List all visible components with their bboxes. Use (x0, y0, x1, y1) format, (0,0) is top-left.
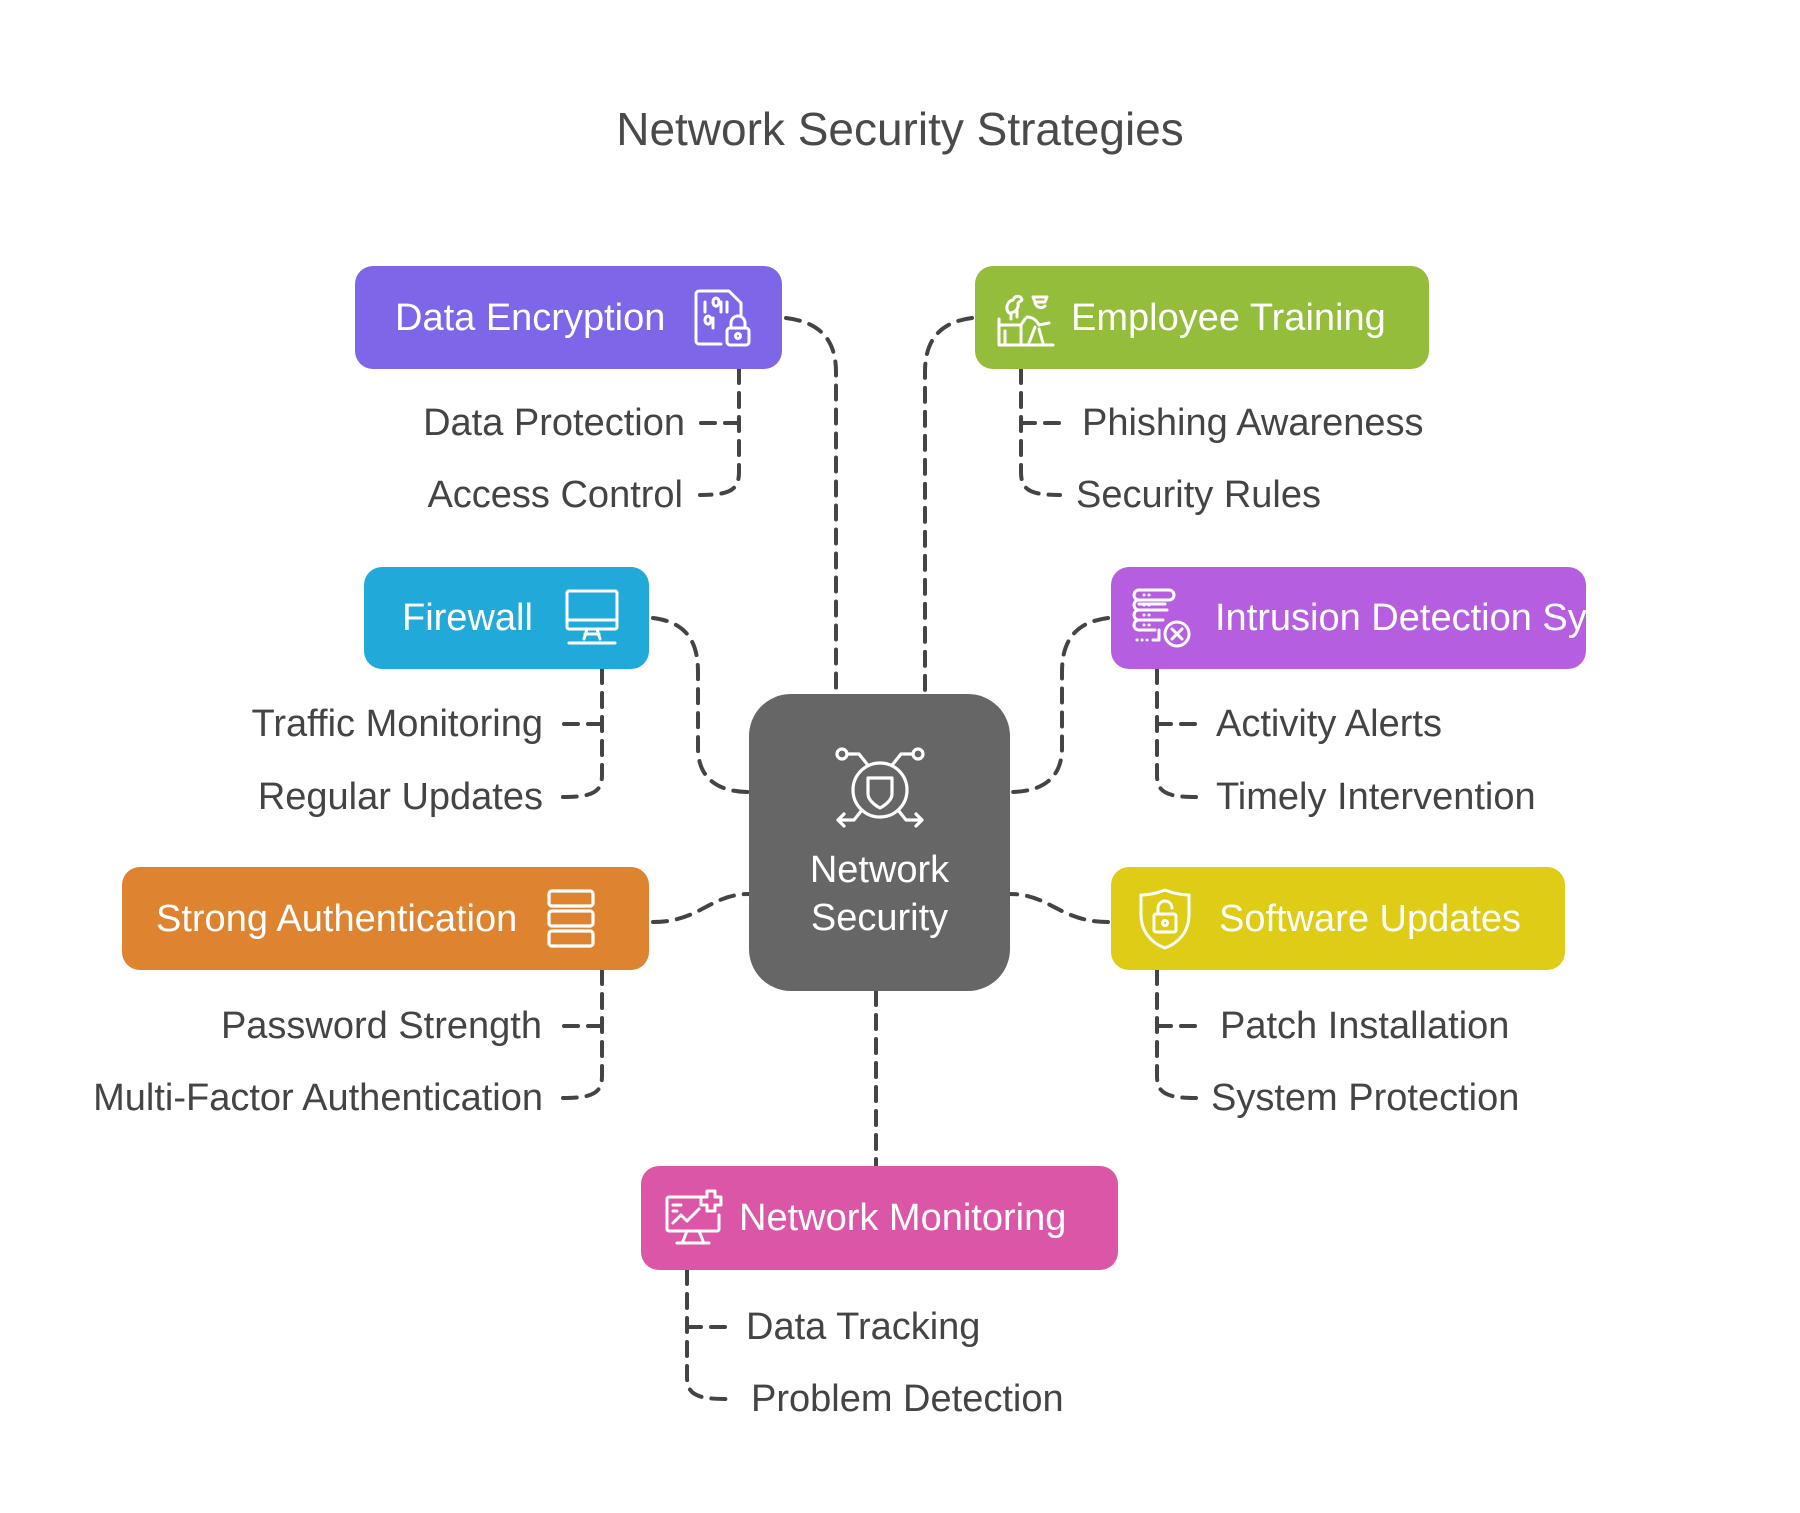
sub-item-patch-installation: Patch Installation (1220, 1005, 1510, 1047)
sub-item-phishing-awareness: Phishing Awareness (1082, 402, 1424, 444)
node-strong-authentication[interactable]: Strong Authentication (122, 867, 649, 970)
data-lock-icon (694, 289, 751, 346)
network-shield-icon (834, 746, 925, 828)
central-label-line1: Network (809, 848, 950, 891)
sub-item-activity-alerts: Activity Alerts (1216, 703, 1442, 745)
sub-connector-software-updates (1155, 968, 1198, 1100)
node-label: Network Monitoring (739, 1197, 1067, 1239)
sub-item-data-tracking: Data Tracking (746, 1306, 981, 1348)
monitor-chart-plus-icon (665, 1189, 723, 1245)
stacked-bars-icon (547, 888, 595, 948)
connector-firewall (651, 616, 751, 794)
node-label: Intrusion Detection Systems (1215, 597, 1689, 639)
node-firewall[interactable]: Firewall (364, 567, 649, 669)
node-data-encryption[interactable]: Data Encryption (355, 266, 782, 369)
central-node-label: Network Security (810, 846, 949, 942)
connector-data-encryption (784, 316, 838, 696)
connector-strong-authentication (651, 892, 751, 924)
node-software-updates[interactable]: Software Updates (1111, 867, 1565, 970)
sub-item-data-protection: Data Protection (423, 402, 685, 444)
node-employee-training[interactable]: Employee Training (975, 266, 1429, 369)
sub-connector-data-encryption (698, 367, 741, 497)
sub-item-regular-updates: Regular Updates (257, 776, 543, 818)
server-error-icon (1132, 588, 1191, 648)
node-label: Strong Authentication (156, 897, 518, 940)
central-label-line2: Security (810, 896, 949, 939)
sub-connector-strong-authentication (561, 968, 604, 1100)
sub-connector-network-monitoring (685, 1268, 728, 1401)
sub-item-timely-intervention: Timely Intervention (1216, 776, 1536, 818)
connector-intrusion-detection (1008, 616, 1110, 794)
central-node[interactable]: Network Security (749, 694, 1010, 991)
node-label: Firewall (402, 597, 533, 639)
connector-employee-training (923, 316, 974, 696)
monitor-icon (565, 589, 619, 645)
sub-item-multi-factor-authentication: Multi-Factor Authentication (93, 1077, 543, 1119)
sub-item-system-protection: System Protection (1211, 1077, 1520, 1119)
node-label: Software Updates (1219, 897, 1522, 940)
node-label: Employee Training (1071, 296, 1386, 339)
sub-connector-intrusion-detection (1155, 667, 1198, 799)
training-icon (997, 294, 1055, 346)
sub-item-password-strength: Password Strength (220, 1005, 542, 1047)
diagram-title: Network Security Strategies (616, 103, 1184, 155)
sub-item-traffic-monitoring: Traffic Monitoring (251, 703, 543, 745)
connector-software-updates (1008, 892, 1110, 924)
sub-connector-employee-training (1019, 367, 1064, 497)
node-label: Data Encryption (395, 296, 666, 339)
node-network-monitoring[interactable]: Network Monitoring (641, 1166, 1118, 1270)
sub-item-problem-detection: Problem Detection (751, 1378, 1064, 1420)
shield-lock-icon (1139, 888, 1191, 949)
sub-item-security-rules: Security Rules (1076, 474, 1321, 516)
sub-item-access-control: Access Control (427, 474, 683, 516)
node-intrusion-detection[interactable]: Intrusion Detection Systems (1111, 567, 1688, 669)
sub-connector-firewall (561, 667, 604, 799)
